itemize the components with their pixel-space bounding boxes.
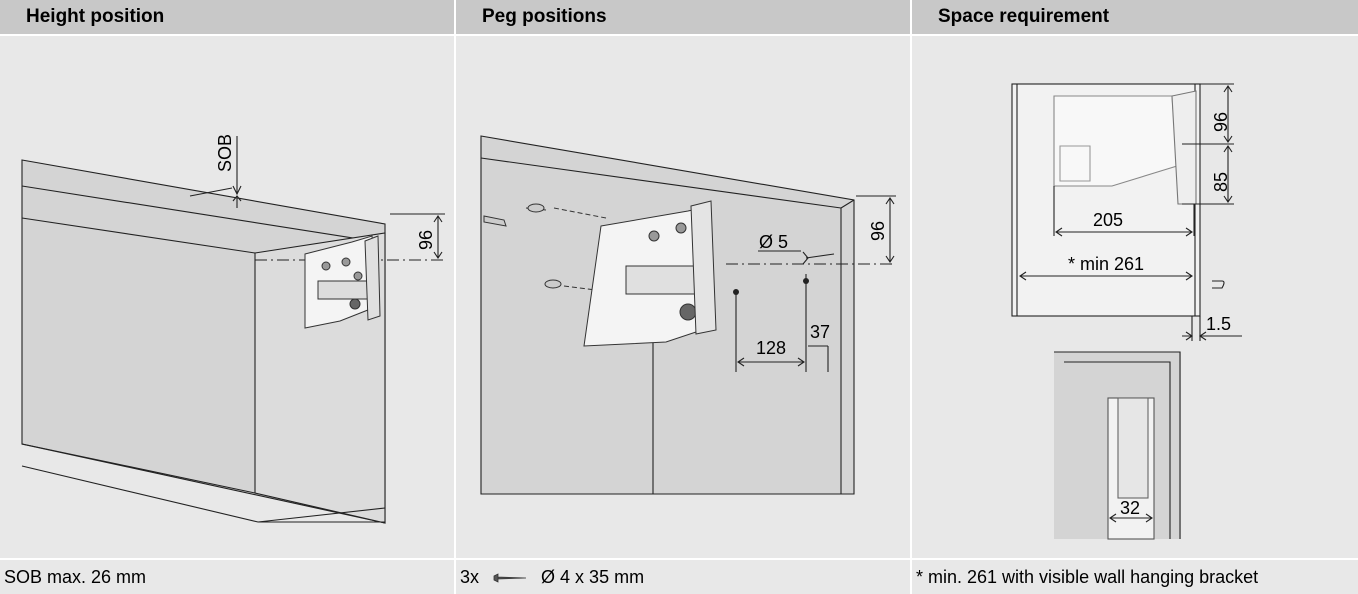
dim-205-label: 205 [1093, 210, 1123, 230]
panel-caption: SOB max. 26 mm [0, 560, 454, 594]
screws [483, 203, 607, 291]
panel-drawing-area: 96 85 205 * min 261 1.5 32 [912, 36, 1358, 558]
panel-header: Peg positions [456, 0, 910, 34]
panel-header: Height position [0, 0, 454, 34]
panel-caption: * min. 261 with visible wall hanging bra… [912, 560, 1358, 594]
panel-peg-positions: Peg positions [456, 0, 910, 594]
space-requirement-drawing: 96 85 205 * min 261 1.5 32 [1011, 83, 1242, 540]
panel-drawing-area: SOB 96 [0, 36, 454, 558]
dim-85-label: 85 [1211, 172, 1231, 192]
panel-drawing-area: Ø 5 96 128 37 [456, 36, 910, 558]
panel-header: Space requirement [912, 0, 1358, 34]
screw-size: Ø 4 x 35 mm [541, 567, 645, 587]
sob-marker [189, 187, 233, 197]
cabinet-inner-edge [21, 217, 256, 254]
dim-32-label: 32 [1120, 498, 1140, 518]
hanging-bracket [1212, 280, 1225, 289]
peg-hole-2 [803, 278, 809, 284]
cabinet-top-edge [21, 185, 386, 244]
sob-label: SOB [215, 134, 235, 172]
screw-icon [493, 573, 527, 583]
dim-1-5-label: 1.5 [1206, 314, 1231, 334]
dim-96-label: 96 [1211, 112, 1231, 132]
cabinet-bottom-edge [21, 443, 256, 494]
screw-count: 3x [460, 567, 480, 587]
hinge-mechanism [304, 235, 381, 329]
dim-96-label: 96 [868, 221, 888, 241]
panel-caption: 3x Ø 4 x 35 mm [456, 560, 910, 594]
cabinet-top-edge [480, 157, 842, 209]
dim-37-label: 37 [810, 322, 830, 342]
peg-positions-drawing: Ø 5 96 128 37 [480, 135, 896, 495]
min-261-label: * min 261 [1068, 254, 1144, 274]
mechanism-outline [1053, 95, 1178, 187]
dia-label: Ø 5 [759, 232, 788, 252]
peg-hole-1 [733, 289, 739, 295]
height-position-drawing: SOB 96 [21, 134, 445, 524]
panel-space-requirement: Space requirement [912, 0, 1358, 594]
panel-height-position: Height position [0, 0, 454, 594]
dim-128-label: 128 [756, 338, 786, 358]
dim-96-label: 96 [416, 230, 436, 250]
hinge-mechanism [583, 200, 717, 347]
